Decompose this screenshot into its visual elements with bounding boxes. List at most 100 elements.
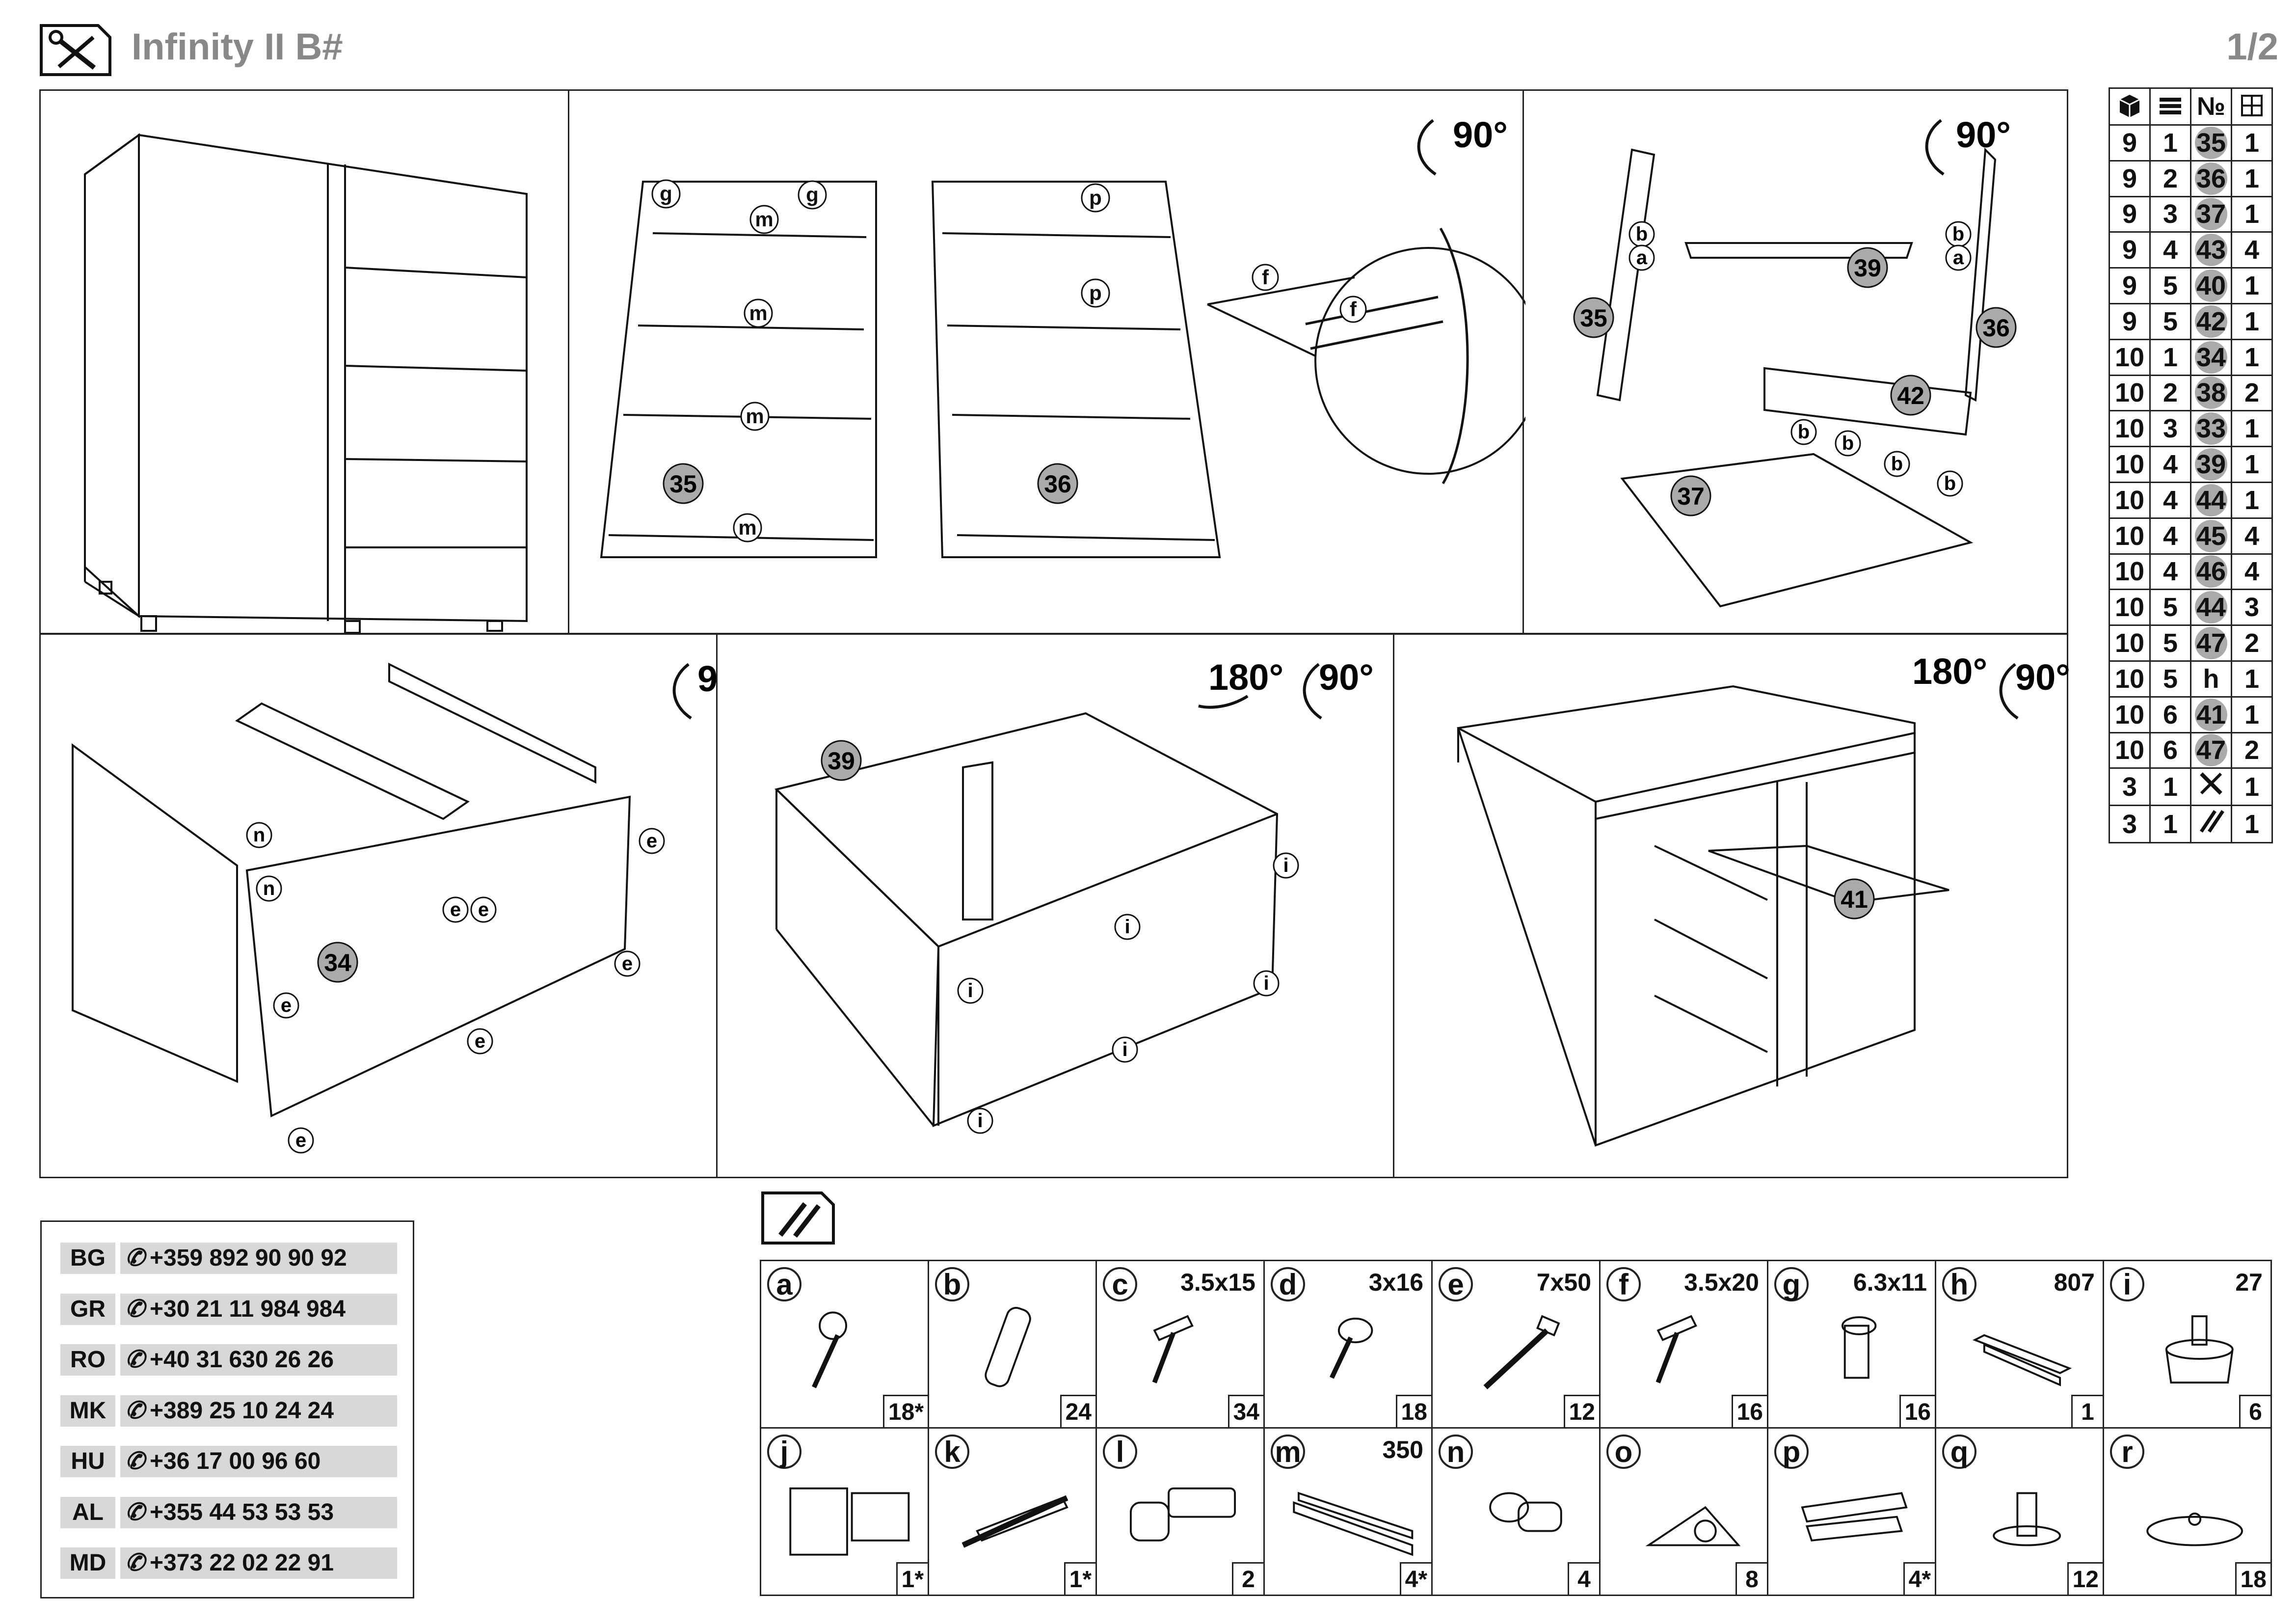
part-badge-42: 42 [1890, 375, 1931, 416]
svg-text:42: 42 [1897, 382, 1924, 409]
part-number: 42 [2190, 302, 2232, 340]
label-i: i [957, 977, 984, 1004]
phone-icon: ✆ [125, 1245, 145, 1271]
hardware-letter: n [1439, 1435, 1473, 1469]
part-number: h [2190, 660, 2232, 698]
foot-icon [2165, 1315, 2234, 1384]
country-code: MD [60, 1547, 115, 1579]
label-b: b [1937, 470, 1963, 497]
svg-text:e: e [478, 899, 489, 920]
part-quantity: 4 [2231, 517, 2273, 555]
label-e: e [639, 828, 665, 854]
hardware-letter: l [1103, 1435, 1137, 1469]
hardware-size: 807 [2054, 1269, 2095, 1296]
part-quantity: 1 [2231, 160, 2273, 197]
part-number: 35 [2190, 124, 2232, 162]
part-number: 39 [2190, 446, 2232, 483]
box-number: 9 [2109, 231, 2151, 269]
hardware-quantity: 18 [1395, 1395, 1431, 1427]
box-number: 9 [2109, 302, 2151, 340]
dowel-icon [985, 1307, 1031, 1387]
stack-icon [2149, 87, 2191, 126]
phone-number: +40 31 630 26 26 [150, 1347, 334, 1373]
layer-number: 1 [2149, 767, 2191, 807]
label-p: p [1081, 183, 1110, 213]
layer-number: 4 [2149, 231, 2191, 269]
box-number: 10 [2109, 517, 2151, 555]
label-e: e [442, 896, 469, 923]
part-number: 43 [2190, 231, 2232, 269]
euro-screw-icon [1841, 1316, 1877, 1379]
cover-cap-icon [2146, 1512, 2243, 1546]
part-number: 33 [2190, 410, 2232, 448]
hardware-size: 27 [2235, 1269, 2263, 1296]
hardware-letter: r [2110, 1435, 2144, 1469]
rotate-90-label: 90° [1956, 114, 2011, 155]
layer-number: 5 [2149, 302, 2191, 340]
layer-number: 2 [2149, 374, 2191, 412]
slide-clip-icon [1801, 1492, 1908, 1542]
layer-number: 3 [2149, 410, 2191, 448]
layer-number: 3 [2149, 195, 2191, 233]
part-quantity: 4 [2231, 231, 2273, 269]
contact-phone: ✆+30 21 11 984 984 [120, 1293, 397, 1325]
layer-number: 4 [2149, 517, 2191, 555]
wall-bracket-icon [789, 1487, 910, 1556]
phone-number: +373 22 02 22 91 [150, 1550, 334, 1576]
svg-text:m: m [755, 208, 773, 231]
svg-text:41: 41 [1841, 886, 1868, 913]
svg-text:35: 35 [669, 470, 697, 498]
part-quantity: 1 [2231, 696, 2273, 733]
label-n: n [256, 875, 282, 902]
frame-assembly-drawing: 90° 35 39 36 42 37 b a b a b b b b [1573, 114, 2017, 608]
layer-number: 5 [2149, 589, 2191, 626]
svg-text:f: f [1350, 298, 1357, 321]
hardware-quantity: 1* [896, 1562, 928, 1595]
contact-phone: ✆+36 17 00 96 60 [120, 1446, 397, 1477]
contact-row: RO✆+40 31 630 26 26 [60, 1344, 397, 1376]
hardware-letter: i [2110, 1267, 2144, 1301]
svg-text:i: i [1283, 855, 1288, 876]
svg-text:m: m [749, 301, 767, 325]
part-number: 44 [2190, 481, 2232, 519]
tools-icon [40, 24, 111, 76]
part-quantity: 1 [2231, 805, 2273, 844]
svg-text:a: a [1953, 247, 1964, 269]
label-i: i [1273, 852, 1299, 879]
contact-row: HU✆+36 17 00 96 60 [60, 1446, 397, 1477]
hardware-quantity: 12 [1563, 1395, 1599, 1427]
svg-text:i: i [1263, 973, 1269, 994]
label-f: f [1339, 296, 1367, 323]
box-number: 10 [2109, 374, 2151, 412]
layer-number: 6 [2149, 696, 2191, 733]
label-e: e [288, 1127, 314, 1154]
part-number: 45 [2190, 517, 2232, 555]
layer-number: 4 [2149, 446, 2191, 483]
box-number: 10 [2109, 624, 2151, 662]
step-panel-shelf: 180° 90° 41 [1393, 633, 2070, 1178]
part-badge-37: 37 [1670, 475, 1711, 516]
rotate-90-label: 90° [1319, 657, 1374, 698]
part-badge-35: 35 [663, 463, 704, 504]
svg-text:e: e [475, 1030, 485, 1052]
svg-text:p: p [1089, 186, 1102, 209]
svg-text:b: b [1842, 433, 1854, 454]
label-a: a [1629, 244, 1655, 271]
svg-text:36: 36 [1982, 314, 2010, 342]
svg-text:i: i [1122, 1039, 1127, 1060]
hardware-quantity: 4 [1568, 1562, 1599, 1595]
svg-text:39: 39 [1854, 254, 1881, 282]
hardware-quantity: 16 [1899, 1395, 1935, 1427]
part-badge-41: 41 [1834, 878, 1875, 920]
